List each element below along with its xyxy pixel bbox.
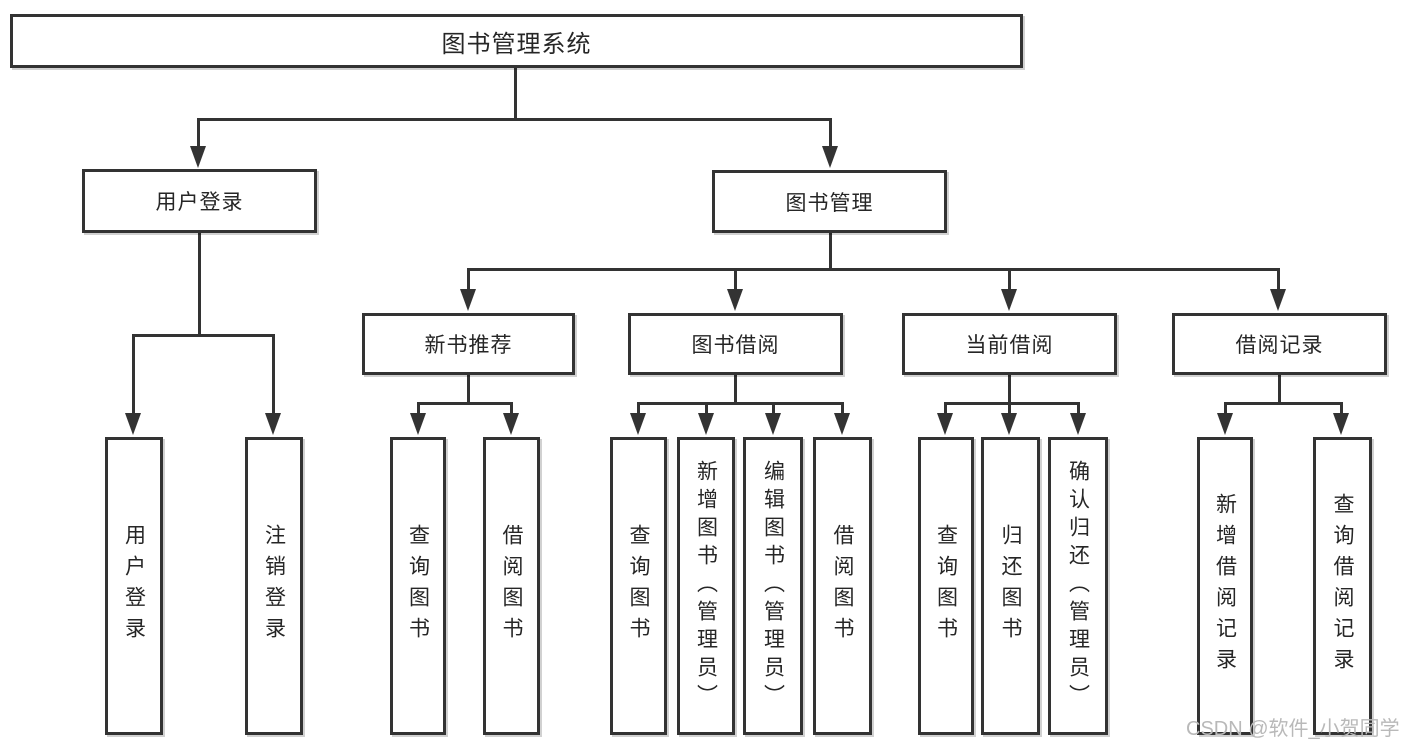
leaf-label: 注销登录: [262, 524, 286, 648]
arrowhead-book-management: [822, 146, 838, 168]
edge-book-borrow-stem: [734, 375, 737, 405]
node-book-borrowing: 图书借阅: [628, 313, 843, 375]
edge-current-branch: [944, 402, 1079, 405]
node-add-books-admin: 新增图书（管理员）: [677, 437, 735, 735]
node-new-book-recommend: 新书推荐: [362, 313, 575, 375]
leaf-label: 借阅图书: [831, 524, 854, 648]
leaf-label: 查询图书: [934, 524, 958, 648]
arrowhead-query-b: [630, 413, 646, 435]
arrowhead-book-borrowing: [727, 289, 743, 311]
edge-user-login-branch: [133, 334, 275, 337]
node-query-books-b: 查询图书: [610, 437, 667, 735]
arrowhead-borrow-b: [834, 413, 850, 435]
edge-to-new-book: [467, 268, 470, 292]
arrowhead-borrowing-records: [1270, 289, 1286, 311]
edge-to-leaf-user-login: [132, 334, 135, 414]
edge-current-stem: [1008, 375, 1011, 405]
arrowhead-confirm-return: [1070, 413, 1086, 435]
arrowhead-query-c: [937, 413, 953, 435]
edge-root-stem: [514, 68, 517, 120]
edge-book-mgmt-branch: [467, 268, 1279, 271]
edge-to-query-record: [1340, 402, 1343, 416]
edge-to-query-a: [417, 402, 420, 416]
arrowhead-query-record: [1333, 413, 1349, 435]
edge-book-borrow-branch: [637, 402, 844, 405]
edge-to-book-borrowing: [734, 268, 737, 292]
node-borrow-books-b: 借阅图书: [813, 437, 872, 735]
arrowhead-current-borrowing: [1001, 289, 1017, 311]
edge-root-branch: [197, 118, 832, 121]
edge-to-borrowing-records: [1277, 268, 1280, 292]
arrowhead-leaf-logout: [265, 413, 281, 435]
edge-to-query-b: [637, 402, 640, 416]
arrowhead-user-login: [190, 146, 206, 168]
edge-to-current-borrowing: [1008, 268, 1011, 292]
edge-to-return-books: [1008, 402, 1011, 416]
edge-to-add-record: [1224, 402, 1227, 416]
node-book-management: 图书管理: [712, 170, 947, 233]
node-query-borrow-record: 查询借阅记录: [1313, 437, 1372, 735]
arrowhead-leaf-user-login: [125, 413, 141, 435]
arrowhead-query-a: [410, 413, 426, 435]
leaf-label: 新增借阅记录: [1213, 493, 1237, 679]
leaf-label: 新增图书（管理员）: [694, 460, 718, 712]
edge-to-add-books: [705, 402, 708, 416]
leaf-label: 确认归还（管理员）: [1066, 460, 1090, 712]
node-user-login: 用户登录: [82, 169, 317, 233]
arrowhead-borrow-a: [503, 413, 519, 435]
edge-user-login-stem: [198, 233, 201, 337]
node-confirm-return-admin: 确认归还（管理员）: [1048, 437, 1108, 735]
node-query-books-a: 查询图书: [390, 437, 446, 735]
node-query-books-c: 查询图书: [918, 437, 974, 735]
leaf-label: 查询图书: [406, 524, 430, 648]
edge-to-edit-books: [772, 402, 775, 416]
edge-to-borrow-a: [510, 402, 513, 416]
leaf-label: 查询借阅记录: [1331, 493, 1354, 679]
leaf-label: 归还图书: [999, 524, 1022, 648]
node-leaf-user-login: 用户登录: [105, 437, 163, 735]
edge-to-user-login: [197, 118, 200, 150]
edge-to-book-management: [829, 118, 832, 150]
leaf-label: 编辑图书（管理员）: [761, 460, 785, 712]
node-return-books: 归还图书: [981, 437, 1040, 735]
edge-records-stem: [1278, 375, 1281, 405]
leaf-label: 借阅图书: [500, 524, 523, 648]
node-edit-books-admin: 编辑图书（管理员）: [743, 437, 803, 735]
node-leaf-logout: 注销登录: [245, 437, 303, 735]
arrowhead-new-book: [460, 289, 476, 311]
edge-records-branch: [1224, 402, 1343, 405]
node-borrowing-records: 借阅记录: [1172, 313, 1387, 375]
node-current-borrowing: 当前借阅: [902, 313, 1117, 375]
edge-to-query-c: [944, 402, 947, 416]
edge-new-book-branch: [417, 402, 513, 405]
edge-to-borrow-b: [841, 402, 844, 416]
arrowhead-add-books: [698, 413, 714, 435]
leaf-label: 用户登录: [122, 524, 146, 648]
arrowhead-add-record: [1217, 413, 1233, 435]
edge-book-mgmt-stem: [829, 233, 832, 271]
edge-new-book-stem: [467, 375, 470, 405]
node-borrow-books-a: 借阅图书: [483, 437, 540, 735]
edge-to-leaf-logout: [272, 334, 275, 414]
leaf-label: 查询图书: [627, 524, 650, 648]
node-library-system: 图书管理系统: [10, 14, 1023, 68]
arrowhead-edit-books: [765, 413, 781, 435]
csdn-watermark: CSDN @软件_小贺同学: [1186, 718, 1400, 740]
edge-to-confirm-return: [1077, 402, 1080, 416]
arrowhead-return-books: [1001, 413, 1017, 435]
node-add-borrow-record: 新增借阅记录: [1197, 437, 1253, 735]
